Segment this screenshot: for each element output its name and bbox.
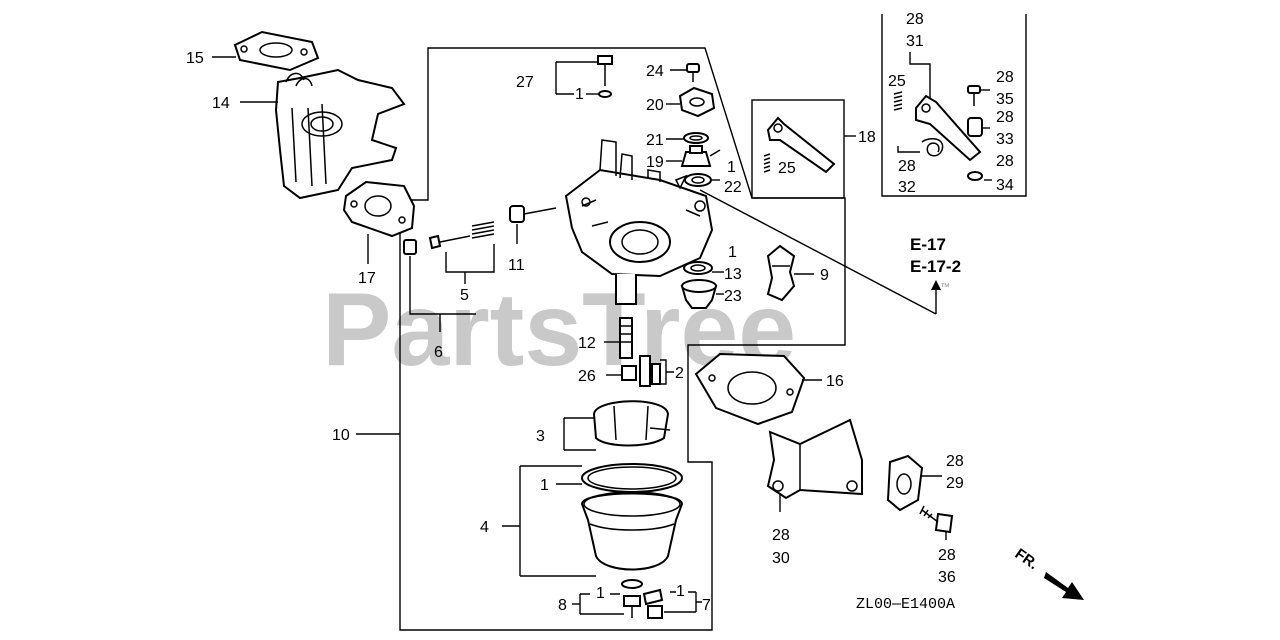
part-27-screw[interactable]	[597, 55, 613, 98]
inset-label-35-a: 28	[996, 69, 1014, 86]
part-20-cover[interactable]	[678, 86, 716, 118]
label-22-qty: 1	[727, 159, 736, 176]
label-36-b: 36	[938, 569, 956, 586]
label-4-qty: 1	[540, 477, 549, 494]
inset-label-31-a: 28	[906, 11, 924, 28]
part-13-o-ring[interactable]	[683, 261, 713, 275]
label-5: 5	[460, 287, 469, 304]
part-32-return-spring[interactable]	[921, 137, 944, 157]
part-26-needle[interactable]	[621, 365, 637, 381]
part-35-screw[interactable]	[967, 85, 981, 106]
inset-label-31-b: 31	[906, 33, 924, 50]
label-30-a: 28	[772, 527, 790, 544]
label-24: 24	[646, 63, 664, 80]
label-29-a: 28	[946, 453, 964, 470]
label-14: 14	[212, 95, 230, 112]
label-13-qty: 1	[728, 244, 737, 261]
label-22: 22	[724, 179, 742, 196]
inset-label-33-a: 28	[996, 109, 1014, 126]
part-17-gasket[interactable]	[342, 180, 416, 238]
inset-label-32-b: 32	[898, 179, 916, 196]
front-marker-label: FR.	[1012, 545, 1042, 573]
inset-box	[881, 14, 1027, 197]
label-23: 23	[724, 288, 742, 305]
part-30-heat-shield[interactable]	[766, 418, 863, 500]
label-7: 7	[702, 597, 711, 614]
part-16-gasket[interactable]	[694, 352, 806, 426]
label-20: 20	[646, 97, 664, 114]
ref-e17: E-17	[910, 235, 946, 254]
part-14-bracket[interactable]	[274, 68, 406, 200]
part-3-float[interactable]	[592, 400, 671, 447]
label-19: 19	[646, 154, 664, 171]
label-3: 3	[536, 428, 545, 445]
label-21: 21	[646, 132, 664, 149]
label-2: 2	[675, 365, 684, 382]
label-4: 4	[480, 519, 489, 536]
inset-label-35-b: 35	[996, 91, 1014, 108]
part-29-clip[interactable]	[886, 454, 924, 512]
label-12: 12	[578, 335, 596, 352]
label-13: 13	[724, 266, 742, 283]
part-36-bolt[interactable]	[919, 505, 954, 534]
inset-label-34-a: 28	[996, 153, 1014, 170]
diagram-code: ZL00—E1400A	[856, 596, 955, 613]
part-5-pilot-screw[interactable]	[403, 221, 495, 255]
label-25-a: 25	[778, 160, 796, 177]
label-29-b: 29	[946, 475, 964, 492]
reference-arrow-icon	[931, 280, 941, 290]
reference-leader-line	[699, 189, 937, 315]
label-7-qty: 1	[676, 583, 685, 600]
inset-label-34-b: 34	[996, 177, 1014, 194]
part-11-throttle-stop-screw[interactable]	[509, 205, 557, 223]
part-9-float-arm[interactable]	[766, 244, 796, 302]
label-6: 6	[434, 344, 443, 361]
inset-label-33-b: 33	[996, 131, 1014, 148]
label-17: 17	[358, 270, 376, 287]
part-31-governor-arm[interactable]	[915, 94, 982, 162]
part-18-group-box	[751, 99, 845, 199]
part-8-drain-screw[interactable]	[621, 579, 643, 618]
part-21-o-ring[interactable]	[683, 132, 709, 144]
label-15: 15	[186, 50, 204, 67]
inset-label-25: 25	[888, 73, 906, 90]
label-8-qty: 1	[596, 585, 605, 602]
part-2-jet-pair[interactable]	[639, 355, 661, 387]
carburetor-body[interactable]	[564, 139, 714, 305]
part-1-bowl-gasket[interactable]	[581, 463, 683, 493]
label-16: 16	[826, 373, 844, 390]
label-27-qty: 1	[575, 86, 584, 103]
part-25-spring-b[interactable]	[893, 91, 903, 111]
part-22-o-ring[interactable]	[684, 173, 712, 187]
front-direction-marker: FR.	[1012, 545, 1042, 573]
label-26: 26	[578, 368, 596, 385]
part-12-main-jet[interactable]	[619, 317, 633, 359]
label-27: 27	[516, 74, 534, 91]
label-8: 8	[558, 597, 567, 614]
inset-label-32-a: 28	[898, 158, 916, 175]
label-9: 9	[820, 267, 829, 284]
part-25-spring-a[interactable]	[763, 153, 771, 173]
label-11: 11	[508, 257, 525, 274]
part-23-nozzle-seat[interactable]	[680, 279, 718, 309]
label-30-b: 30	[772, 550, 790, 567]
part-33-collar[interactable]	[967, 117, 983, 137]
part-7-drain-bolt[interactable]	[642, 588, 664, 619]
front-arrow-icon	[1044, 572, 1084, 600]
watermark-tm: ™	[940, 282, 950, 293]
ref-e17-2: E-17-2	[910, 257, 961, 276]
label-18: 18	[858, 129, 876, 146]
part-4-float-bowl[interactable]	[580, 491, 684, 571]
label-10: 10	[332, 427, 350, 444]
part-24-screw[interactable]	[686, 63, 700, 82]
part-18-choke-lever[interactable]	[766, 116, 836, 174]
part-19-valve[interactable]	[680, 145, 721, 167]
part-15-gasket[interactable]	[233, 30, 320, 72]
part-34-washer[interactable]	[967, 171, 983, 181]
label-36-a: 28	[938, 547, 956, 564]
